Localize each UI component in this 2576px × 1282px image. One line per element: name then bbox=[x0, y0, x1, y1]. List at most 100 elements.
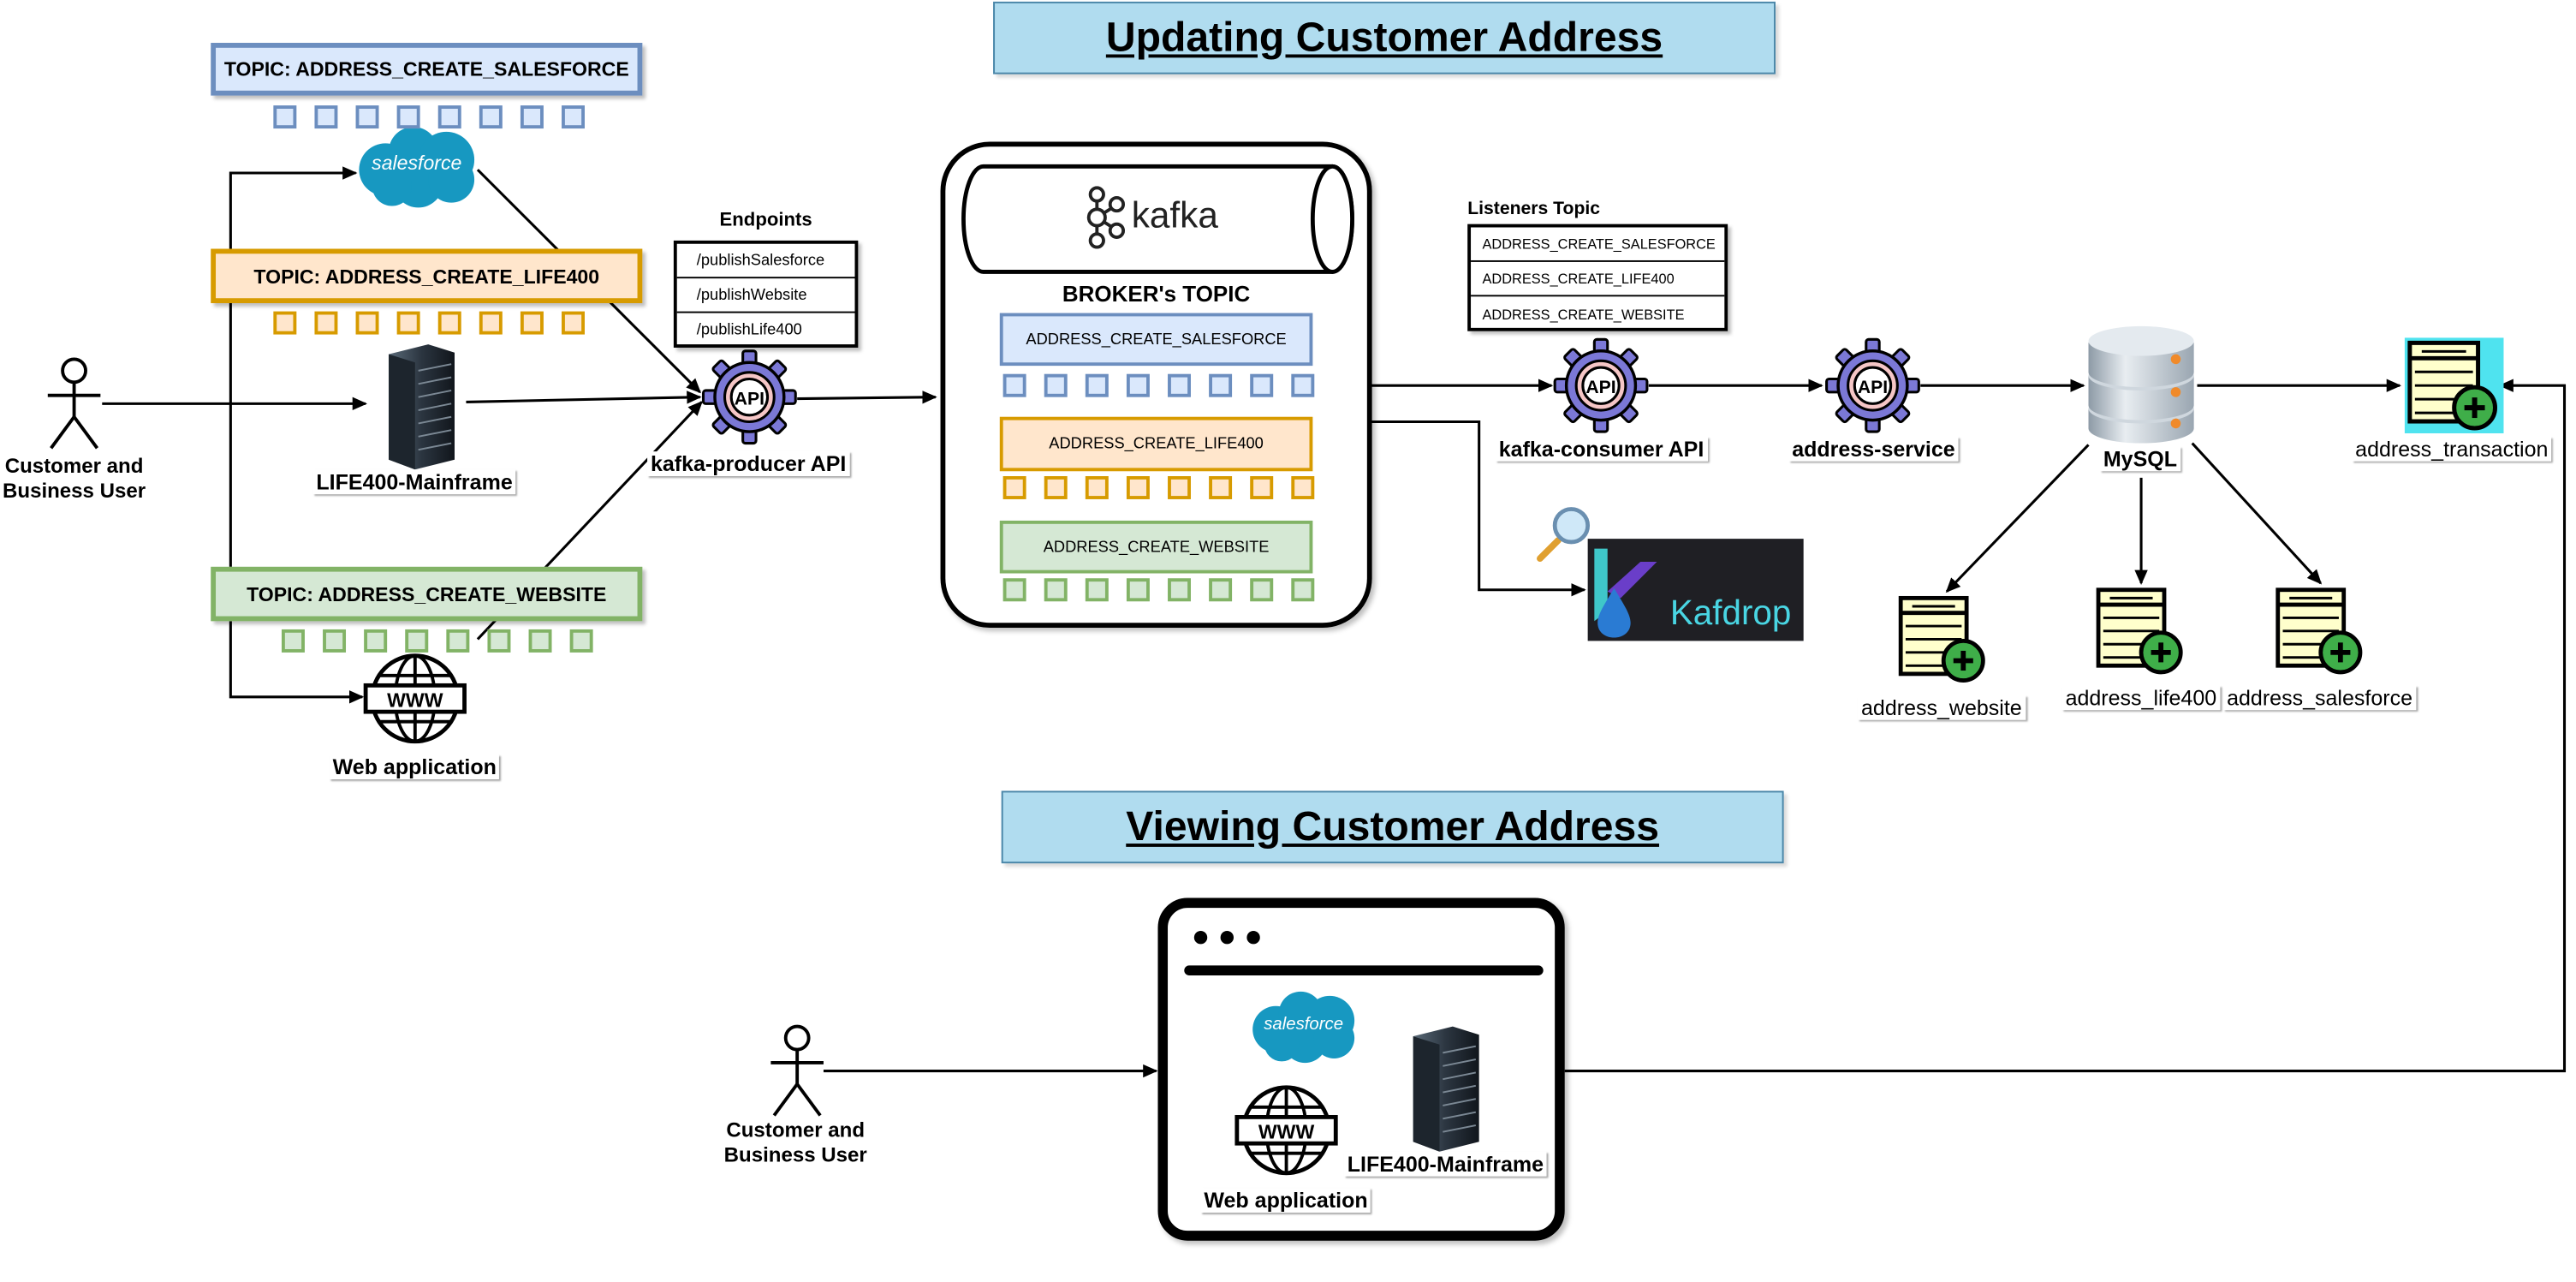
message-square bbox=[1044, 578, 1068, 602]
broker-topic-website: ADDRESS_CREATE_WEBSITE bbox=[999, 520, 1313, 574]
message-square bbox=[437, 105, 461, 129]
listeners-title: Listeners Topic bbox=[1467, 199, 1601, 219]
salesforce-logo-text: salesforce bbox=[1264, 1015, 1343, 1034]
salesforce-logo: salesforce bbox=[1252, 991, 1355, 1064]
message-square bbox=[314, 105, 338, 129]
message-square bbox=[1044, 476, 1068, 499]
api-gear-text: API bbox=[1858, 378, 1888, 397]
message-square bbox=[1085, 476, 1109, 499]
window-dot bbox=[1193, 931, 1208, 945]
api-gear-svg: API bbox=[1553, 337, 1649, 433]
kafdrop-logo-text: Kafdrop bbox=[1669, 594, 1792, 633]
message-square bbox=[1250, 476, 1274, 499]
db-table-icon bbox=[2273, 585, 2365, 677]
kafka-logo-icon bbox=[1086, 186, 1126, 249]
message-square bbox=[281, 629, 305, 653]
endpoints-table: /publishSalesforce /publishWebsite /publ… bbox=[673, 240, 859, 348]
source-topic-life400: TOPIC: ADDRESS_CREATE_LIFE400 bbox=[211, 248, 643, 303]
message-square bbox=[1002, 373, 1026, 397]
kafka-logo-text: kafka bbox=[1131, 194, 1218, 236]
message-square bbox=[1250, 578, 1274, 602]
web-globe-icon-text: WWW bbox=[1258, 1120, 1315, 1142]
message-square bbox=[479, 311, 503, 335]
salesforce-logo-text: salesforce bbox=[372, 152, 461, 174]
db-table-svg bbox=[1898, 595, 1985, 683]
broker-topic-life400: ADDRESS_CREATE_LIFE400 bbox=[999, 416, 1313, 472]
message-square bbox=[314, 311, 338, 335]
web-globe-icon: WWW bbox=[1234, 1085, 1338, 1176]
message-square bbox=[1044, 373, 1068, 397]
api-gear-icon: API bbox=[1553, 337, 1649, 433]
actor-label: Customer and Business User bbox=[3, 454, 146, 503]
endpoint-row: /publishSalesforce bbox=[676, 244, 855, 279]
message-square bbox=[446, 629, 470, 653]
kafka-cylinder bbox=[961, 164, 1354, 274]
mainframe-server-icon bbox=[389, 344, 455, 470]
mainframe-label: LIFE400-Mainframe bbox=[312, 469, 516, 495]
message-square bbox=[1085, 578, 1109, 602]
db-table-icon bbox=[2093, 585, 2186, 677]
listener-row: ADDRESS_CREATE_LIFE400 bbox=[1471, 262, 1725, 297]
db-table-svg bbox=[2404, 337, 2504, 433]
message-square bbox=[1085, 373, 1109, 397]
message-square bbox=[273, 105, 297, 129]
message-square bbox=[1126, 476, 1150, 499]
listener-row: ADDRESS_CREATE_WEBSITE bbox=[1482, 305, 1685, 323]
api-gear-icon: API bbox=[701, 349, 798, 445]
message-square bbox=[479, 105, 503, 129]
table-label-transaction: address_transaction bbox=[2352, 436, 2552, 462]
table-label-website: address_website bbox=[1858, 695, 2026, 720]
view-section-title: Viewing Customer Address bbox=[1001, 790, 1784, 864]
message-square bbox=[1126, 578, 1150, 602]
view-mainframe-label: LIFE400-Mainframe bbox=[1343, 1151, 1547, 1177]
message-square bbox=[1209, 373, 1233, 397]
db-table-svg bbox=[2096, 587, 2183, 675]
message-square bbox=[569, 629, 593, 653]
message-square bbox=[396, 105, 420, 129]
api-gear-svg: API bbox=[1825, 337, 1920, 433]
message-square bbox=[520, 105, 544, 129]
message-square bbox=[528, 629, 552, 653]
message-square bbox=[355, 311, 379, 335]
message-square bbox=[1209, 578, 1233, 602]
message-square bbox=[1209, 476, 1233, 499]
kafka-consumer-label: kafka-consumer API bbox=[1495, 436, 1708, 462]
message-square bbox=[273, 311, 297, 335]
endpoint-row: /publishWebsite bbox=[676, 278, 855, 313]
message-square bbox=[1168, 578, 1191, 602]
browser-window bbox=[1157, 897, 1565, 1241]
message-square bbox=[1291, 578, 1315, 602]
message-square bbox=[364, 629, 388, 653]
magnifier-icon bbox=[1536, 507, 1591, 563]
web-application-label: Web application bbox=[329, 754, 500, 780]
listeners-table: ADDRESS_CREATE_SALESFORCE ADDRESS_CREATE… bbox=[1467, 224, 1728, 331]
view-actor-label: Customer and Business User bbox=[723, 1118, 867, 1167]
message-square bbox=[323, 629, 347, 653]
web-globe-icon: WWW bbox=[363, 653, 467, 744]
update-section-title: Updating Customer Address bbox=[993, 1, 1776, 75]
kafdrop-logo: Kafdrop bbox=[1587, 539, 1804, 641]
window-dot bbox=[1246, 931, 1260, 945]
address-service-label: address-service bbox=[1788, 436, 1959, 462]
api-gear-icon: API bbox=[1825, 337, 1921, 433]
db-table-svg bbox=[2276, 587, 2363, 675]
message-square bbox=[1250, 373, 1274, 397]
kafka-producer-label: kafka-producer API bbox=[647, 451, 850, 477]
message-square bbox=[1291, 373, 1315, 397]
mysql-database-icon bbox=[2088, 325, 2194, 444]
endpoints-title: Endpoints bbox=[719, 211, 812, 231]
message-square bbox=[520, 311, 544, 335]
broker-topic-salesforce: ADDRESS_CREATE_SALESFORCE bbox=[999, 313, 1313, 367]
message-square bbox=[1168, 373, 1191, 397]
window-address-bar bbox=[1184, 965, 1544, 975]
db-table-icon bbox=[1895, 593, 1988, 686]
listener-row: ADDRESS_CREATE_SALESFORCE bbox=[1471, 227, 1725, 262]
broker-topic-title: BROKER's TOPIC bbox=[1062, 281, 1251, 307]
actor-icon bbox=[770, 1024, 824, 1117]
message-square bbox=[1002, 578, 1026, 602]
web-globe-icon-text: WWW bbox=[387, 689, 443, 711]
kafdrop-drop-icon bbox=[1594, 548, 1657, 638]
mainframe-server-icon bbox=[1413, 1026, 1479, 1152]
message-square bbox=[437, 311, 461, 335]
message-square bbox=[487, 629, 511, 653]
